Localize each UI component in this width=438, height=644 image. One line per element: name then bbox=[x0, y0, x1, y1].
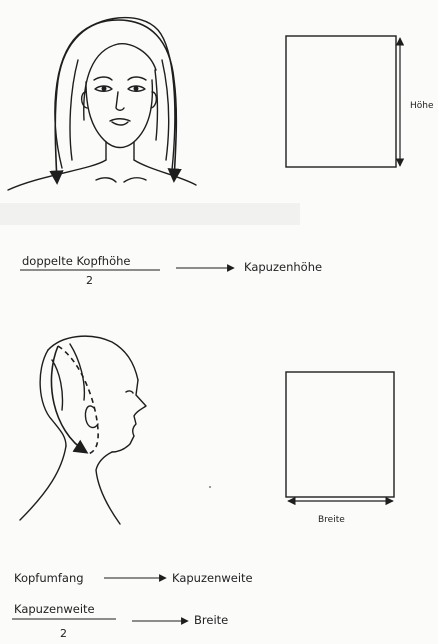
front-formula-denominator: 2 bbox=[86, 274, 93, 287]
relation-source-kopfumfang: Kopfumfang bbox=[14, 571, 84, 585]
box-label-hoehe: Höhe bbox=[410, 101, 434, 111]
scan-dot bbox=[209, 486, 211, 488]
head-circumference-loop bbox=[51, 346, 98, 454]
front-head-sketch bbox=[8, 18, 196, 190]
relation-result-kapuzenweite: Kapuzenweite bbox=[172, 571, 253, 585]
scan-streak bbox=[0, 203, 300, 225]
front-formula-numerator: doppelte Kopfhöhe bbox=[22, 254, 131, 268]
hood-width-pattern-box bbox=[286, 372, 394, 497]
box-label-breite: Breite bbox=[318, 515, 345, 525]
side-head-sketch bbox=[20, 336, 146, 524]
side-formula-result: Breite bbox=[194, 613, 228, 627]
front-formula-result: Kapuzenhöhe bbox=[244, 260, 322, 274]
side-formula-denominator: 2 bbox=[60, 627, 67, 640]
side-formula-numerator: Kapuzenweite bbox=[14, 602, 95, 616]
hood-height-pattern-box bbox=[286, 36, 396, 167]
